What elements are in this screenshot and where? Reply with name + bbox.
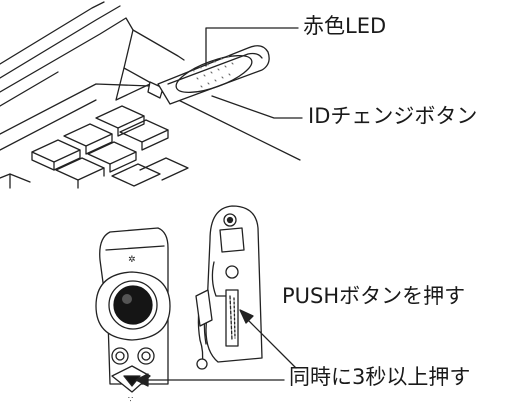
right-side-button [137,347,155,365]
triangle-icon [123,375,141,387]
svg-text:∵: ∵ [128,395,133,404]
presenter-front-illustration: ✲ ∵ [95,227,171,404]
press-both-arrow [135,373,285,387]
laptop-illustration [0,1,301,189]
red-led-label: 赤色LED [303,14,387,38]
left-side-button [111,347,129,365]
usb-dongle-illustration [157,45,270,105]
id-change-button-label: IDチェンジボタン [308,104,478,128]
push-arrow [239,309,297,369]
leader-line-red-led [205,27,299,67]
presenter-side-illustration [195,205,263,370]
id-button-side [225,265,239,279]
joystick-button [113,285,153,325]
leader-line-id-button [211,95,303,119]
push-button-label: PUSHボタンを押す [282,284,466,308]
led-dot-pattern [192,55,234,88]
svg-text:✲: ✲ [128,255,136,265]
press-both-label: 同時に3秒以上押す [289,365,471,389]
